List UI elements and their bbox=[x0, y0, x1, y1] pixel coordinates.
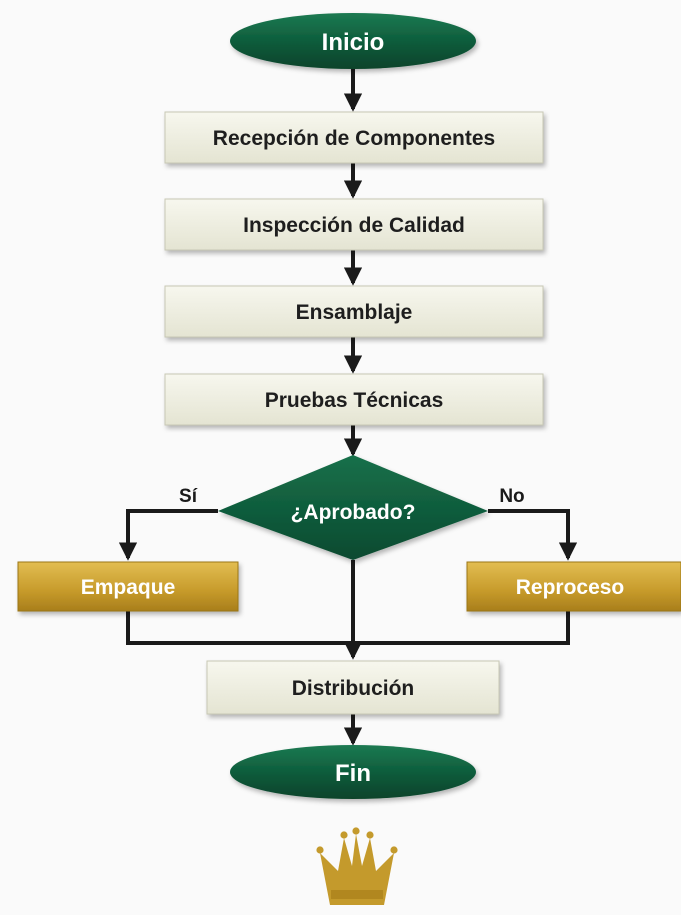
process-step-testing: Pruebas Técnicas bbox=[164, 373, 544, 426]
crown-icon bbox=[316, 827, 398, 905]
line-empaque-merge bbox=[126, 611, 570, 645]
step-label: Ensamblaje bbox=[296, 301, 413, 324]
decision-diamond: ¿Aprobado? bbox=[218, 455, 488, 560]
step-label: Distribución bbox=[292, 677, 415, 700]
branch-label: Empaque bbox=[81, 576, 176, 599]
end-terminal: Fin bbox=[230, 745, 476, 799]
no-label: No bbox=[499, 486, 524, 507]
process-step-distribution: Distribución bbox=[206, 660, 500, 715]
process-step-reception: Recepción de Componentes bbox=[164, 111, 544, 164]
branch-step-packaging: Empaque bbox=[17, 561, 239, 612]
yes-label: Sí bbox=[179, 486, 198, 507]
process-step-inspection: Inspección de Calidad bbox=[164, 198, 544, 251]
step-label: Pruebas Técnicas bbox=[265, 389, 444, 412]
decision-label: ¿Aprobado? bbox=[291, 501, 416, 524]
end-label: Fin bbox=[335, 760, 371, 787]
start-label: Inicio bbox=[322, 29, 385, 56]
branch-step-rework: Reproceso bbox=[466, 561, 681, 612]
branch-label: Reproceso bbox=[516, 576, 625, 599]
step-label: Inspección de Calidad bbox=[243, 214, 465, 237]
step-label: Recepción de Componentes bbox=[213, 127, 495, 150]
arrow-decision-no bbox=[488, 509, 578, 561]
arrow-decision-yes bbox=[118, 509, 218, 561]
process-step-assembly: Ensamblaje bbox=[164, 285, 544, 338]
start-terminal: Inicio bbox=[230, 13, 476, 69]
connectors bbox=[118, 68, 578, 746]
